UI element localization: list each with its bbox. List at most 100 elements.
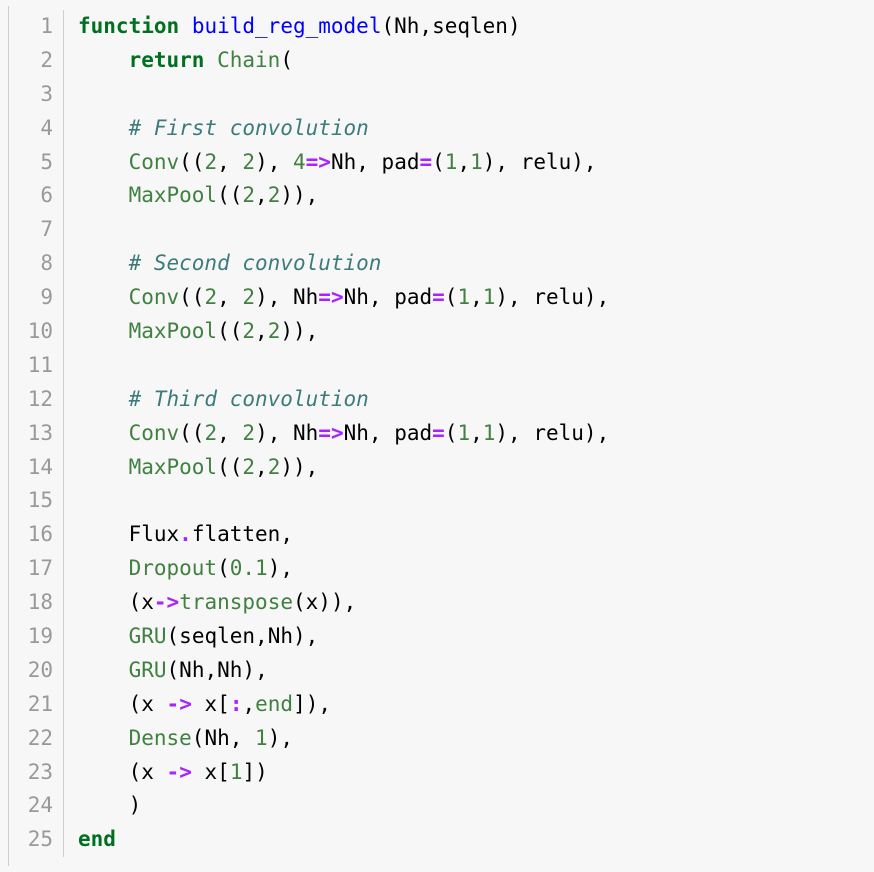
- token-kw: return: [128, 47, 205, 72]
- code-line[interactable]: end: [78, 823, 874, 857]
- token-punct: ),: [292, 624, 319, 649]
- token-punct: [204, 48, 217, 72]
- code-line[interactable]: # First convolution: [78, 112, 874, 146]
- token-name: pad: [394, 285, 433, 310]
- token-punct: [192, 692, 205, 716]
- token-name: x: [141, 691, 154, 716]
- code-line[interactable]: (x->transpose(x)),: [78, 586, 874, 620]
- token-punct: ,: [229, 725, 256, 750]
- token-punct: ,: [255, 454, 268, 479]
- token-num: 1: [444, 149, 458, 174]
- code-line[interactable]: ​: [78, 349, 874, 383]
- token-num: 1: [457, 420, 471, 445]
- token-punct: ),: [583, 420, 610, 445]
- token-punct: ): [128, 793, 142, 818]
- token-punct: [78, 624, 129, 648]
- code-line[interactable]: MaxPool((2,2)),: [78, 451, 874, 485]
- token-fn: Dense: [128, 725, 192, 750]
- code-line[interactable]: Conv((2, 2), Nh=>Nh, pad=(1,1), relu),: [78, 281, 874, 315]
- code-line[interactable]: ​: [78, 484, 874, 518]
- code-line[interactable]: Conv((2, 2), 4=>Nh, pad=(1,1), relu),: [78, 146, 874, 180]
- code-line[interactable]: function build_reg_model(Nh,seqlen): [78, 10, 874, 44]
- code-content[interactable]: function build_reg_model(Nh,seqlen) retu…: [64, 10, 874, 857]
- token-punct: [78, 116, 129, 140]
- code-line[interactable]: Dropout(0.1),: [78, 552, 874, 586]
- token-punct: ,: [255, 624, 268, 649]
- token-punct: (: [191, 725, 205, 750]
- code-line[interactable]: ​: [78, 213, 874, 247]
- line-number: 22: [27, 725, 53, 750]
- token-fn: Dropout: [128, 556, 218, 581]
- token-punct: ((: [217, 183, 243, 208]
- token-fname: build_reg_model: [191, 14, 382, 38]
- token-name: Nh: [293, 420, 319, 445]
- token-num: 2: [242, 319, 256, 344]
- token-punct: ),: [482, 149, 521, 174]
- token-num: 2: [204, 285, 218, 310]
- token-name: Nh: [204, 725, 230, 750]
- token-name: x: [204, 691, 218, 716]
- code-line[interactable]: # Third convolution: [78, 383, 874, 417]
- token-punct: [78, 692, 129, 716]
- token-punct: ,: [419, 14, 433, 38]
- line-number: 20: [27, 657, 53, 682]
- token-op: ->: [166, 759, 192, 784]
- code-line[interactable]: return Chain(: [78, 44, 874, 78]
- token-name: relu: [533, 420, 584, 445]
- token-punct: )),: [318, 590, 357, 615]
- token-punct: [78, 455, 129, 479]
- token-name: x: [305, 590, 319, 615]
- token-fn: Conv: [128, 149, 180, 174]
- token-punct: ,: [255, 183, 268, 208]
- code-line[interactable]: ): [78, 789, 874, 823]
- line-number: 21: [27, 691, 53, 716]
- token-punct: [: [217, 759, 230, 784]
- token-punct: (: [128, 590, 142, 615]
- token-name: x: [141, 590, 154, 615]
- token-punct: ((: [179, 420, 205, 445]
- token-punct: ,: [457, 149, 471, 174]
- token-name: Nh: [343, 285, 369, 310]
- token-punct: [78, 590, 129, 614]
- token-punct: )),: [280, 183, 319, 208]
- code-line[interactable]: Conv((2, 2), Nh=>Nh, pad=(1,1), relu),: [78, 417, 874, 451]
- line-number: 9: [40, 285, 53, 310]
- token-name: seqlen: [432, 14, 508, 38]
- code-line[interactable]: GRU(Nh,Nh),: [78, 654, 874, 688]
- code-line[interactable]: Dense(Nh, 1),: [78, 722, 874, 756]
- token-punct: )),: [280, 454, 319, 479]
- line-number: 13: [27, 420, 53, 445]
- token-fn: MaxPool: [128, 183, 218, 208]
- code-line[interactable]: # Second convolution: [78, 247, 874, 281]
- token-op: ->: [166, 691, 192, 716]
- token-punct: ,: [242, 691, 256, 716]
- code-line[interactable]: MaxPool((2,2)),: [78, 315, 874, 349]
- token-num: 2: [242, 454, 256, 479]
- token-punct: [78, 726, 129, 750]
- code-line[interactable]: MaxPool((2,2)),: [78, 179, 874, 213]
- token-comment: # First convolution: [128, 115, 369, 140]
- token-punct: ),: [242, 657, 268, 682]
- token-punct: [78, 658, 129, 682]
- code-line[interactable]: ​: [78, 78, 874, 112]
- token-num: 1: [482, 285, 496, 310]
- code-line[interactable]: GRU(seqlen,Nh),: [78, 620, 874, 654]
- token-name: Nh: [330, 149, 357, 174]
- token-comment: # Third convolution: [128, 386, 369, 411]
- token-punct: ),: [571, 149, 597, 174]
- token-op: =: [432, 420, 445, 445]
- token-op: =>: [305, 149, 331, 174]
- token-punct: ((: [217, 454, 243, 479]
- code-line[interactable]: Flux.flatten,: [78, 518, 874, 552]
- token-fn: GRU: [128, 624, 167, 649]
- token-name: pad: [381, 149, 420, 174]
- line-number: 16: [27, 522, 53, 547]
- token-name: Nh: [293, 285, 319, 310]
- token-kw: end: [78, 827, 116, 852]
- token-punct: (: [444, 420, 458, 445]
- code-line[interactable]: (x -> x[:,end]),: [78, 688, 874, 722]
- token-punct: ]): [242, 759, 268, 784]
- code-line[interactable]: (x -> x[1]): [78, 756, 874, 790]
